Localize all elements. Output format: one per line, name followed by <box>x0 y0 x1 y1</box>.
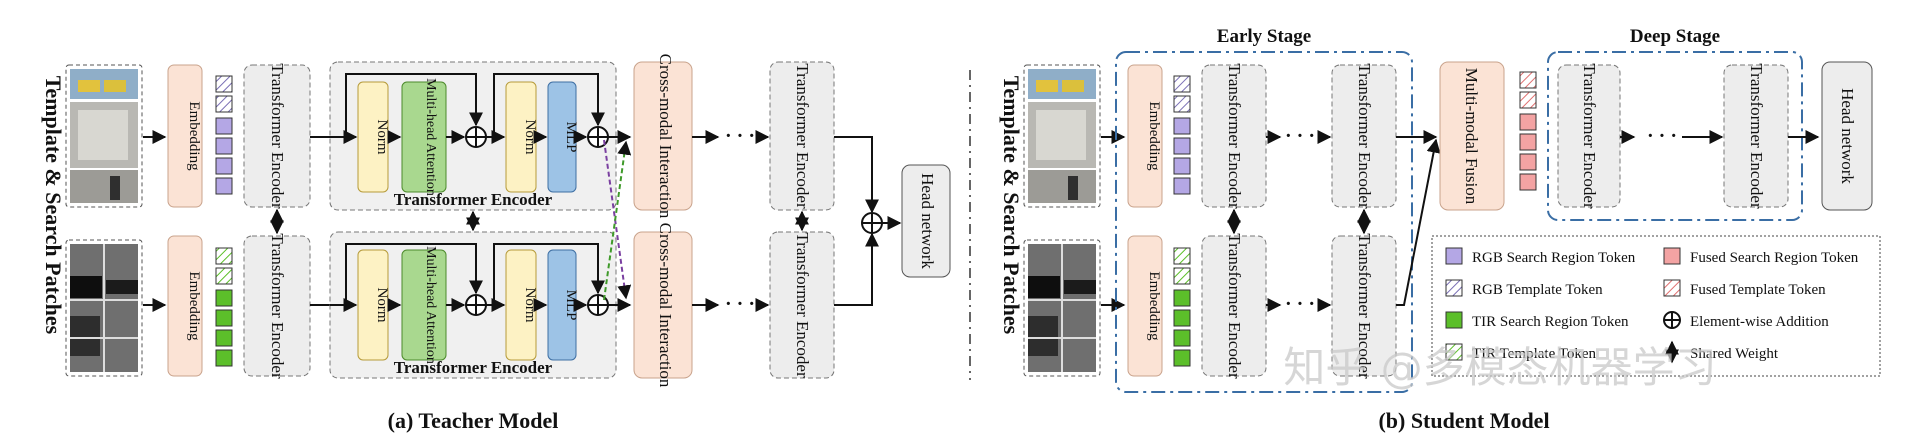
teacher-final-encoder-rgb: Transformer Encoder <box>769 61 835 211</box>
student-early-dots-top: · · · <box>1285 125 1315 147</box>
element-wise-addition-icon <box>861 212 883 234</box>
teacher-encoder-tir: Transformer Encoder <box>243 233 311 379</box>
cross-modal-interaction-rgb: Cross-modal Interaction <box>633 54 693 219</box>
watermark: 知乎 @多模态机器学习 <box>1283 343 1716 392</box>
teacher-tir-tokens <box>215 247 233 367</box>
teacher-encoder-rgb: Transformer Encoder <box>243 63 311 209</box>
svg-text:Embedding: Embedding <box>1146 271 1162 341</box>
legend-addition: Element-wise Addition <box>1690 314 1829 330</box>
svg-text:Cross-modal Interaction: Cross-modal Interaction <box>656 54 675 219</box>
svg-text:Norm: Norm <box>522 288 538 323</box>
svg-text:Embedding: Embedding <box>186 101 202 171</box>
legend-tir-template: TIR Template Token <box>1472 346 1596 362</box>
legend-tir-search: TIR Search Region Token <box>1472 314 1629 330</box>
student-encoder-rgb-1: Transformer Encoder <box>1201 63 1267 209</box>
svg-text:Embedding: Embedding <box>186 271 202 341</box>
svg-text:Early Stage: Early Stage <box>1217 26 1311 47</box>
cross-modal-links <box>603 130 632 312</box>
student-side-label: Template & Search Patches <box>999 76 1024 335</box>
student-deep-dots: · · · <box>1647 125 1677 147</box>
legend: RGB Search Region Token RGB Template Tok… <box>1431 235 1881 377</box>
student-encoder-tir-n: Transformer Encoder <box>1331 233 1397 379</box>
teacher-embedding-rgb: Embedding <box>167 64 203 208</box>
student-encoder-rgb-n: Transformer Encoder <box>1331 63 1397 209</box>
svg-text:Transformer Encoder: Transformer Encoder <box>268 63 287 209</box>
teacher-head-network: Head network <box>901 164 951 278</box>
svg-text:Transformer Encoder: Transformer Encoder <box>394 190 553 209</box>
fused-tokens <box>1519 71 1537 191</box>
student-encoder-tir-1: Transformer Encoder <box>1201 233 1267 379</box>
svg-text:Transformer Encoder: Transformer Encoder <box>1747 63 1766 209</box>
early-stage-box: Early Stage <box>1115 26 1413 393</box>
svg-text:Embedding: Embedding <box>1146 101 1162 171</box>
student-deep-encoder-1: Transformer Encoder <box>1557 63 1621 209</box>
svg-text:Norm: Norm <box>374 288 390 323</box>
svg-text:MLP: MLP <box>563 122 579 153</box>
svg-text:Transformer Encoder: Transformer Encoder <box>1225 63 1244 209</box>
svg-text:Transformer Encoder: Transformer Encoder <box>1355 233 1374 379</box>
teacher-caption: (a) Teacher Model <box>388 408 559 433</box>
svg-text:Norm: Norm <box>522 120 538 155</box>
legend-fused-search: Fused Search Region Token <box>1690 250 1859 266</box>
svg-text:Deep Stage: Deep Stage <box>1630 26 1720 47</box>
svg-text:Transformer Encoder: Transformer Encoder <box>793 232 812 378</box>
student-deep-encoder-n: Transformer Encoder <box>1723 63 1789 209</box>
teacher-encoder-detail-bottom: Norm Multi-head Attention Norm MLP Trans… <box>329 231 617 379</box>
student-tir-tokens <box>1173 247 1191 367</box>
student-embedding-rgb: Embedding <box>1127 64 1163 208</box>
teacher-tir-patches <box>65 239 143 377</box>
student-caption: (b) Student Model <box>1378 408 1549 433</box>
cross-modal-interaction-tir: Cross-modal Interaction <box>633 223 693 388</box>
svg-text:MLP: MLP <box>563 290 579 321</box>
svg-text:Transformer Encoder: Transformer Encoder <box>1225 233 1244 379</box>
svg-text:Norm: Norm <box>374 120 390 155</box>
svg-text:Transformer Encoder: Transformer Encoder <box>268 233 287 379</box>
student-rgb-tokens <box>1173 75 1191 195</box>
deep-stage-box: Deep Stage <box>1547 26 1803 221</box>
teacher-dots-top: · · · <box>725 125 755 147</box>
svg-text:Transformer Encoder: Transformer Encoder <box>793 63 812 209</box>
svg-text:Cross-modal Interaction: Cross-modal Interaction <box>656 223 675 388</box>
multi-modal-fusion: Multi-modal Fusion <box>1439 61 1505 211</box>
svg-text:Multi-head Attention: Multi-head Attention <box>423 246 438 364</box>
legend-fused-template: Fused Template Token <box>1690 282 1826 298</box>
svg-text:Transformer Encoder: Transformer Encoder <box>1580 63 1599 209</box>
svg-text:Transformer Encoder: Transformer Encoder <box>394 358 553 377</box>
teacher-side-label: Template & Search Patches <box>41 76 66 335</box>
svg-text:Head network: Head network <box>918 173 937 269</box>
student-tir-patches <box>1023 239 1101 377</box>
svg-text:Head network: Head network <box>1838 88 1857 184</box>
student-head-network: Head network <box>1821 61 1873 211</box>
svg-text:Multi-head Attention: Multi-head Attention <box>423 78 438 196</box>
student-early-dots-bottom: · · · <box>1285 293 1315 315</box>
svg-text:Transformer Encoder: Transformer Encoder <box>1355 63 1374 209</box>
teacher-rgb-tokens <box>215 75 233 195</box>
teacher-final-encoder-tir: Transformer Encoder <box>769 231 835 379</box>
student-rgb-patches <box>1023 64 1101 208</box>
legend-addition-icon <box>1663 311 1681 329</box>
legend-rgb-search: RGB Search Region Token <box>1472 250 1636 266</box>
svg-text:Multi-modal Fusion: Multi-modal Fusion <box>1462 68 1481 205</box>
teacher-rgb-patches <box>65 64 143 208</box>
teacher-embedding-tir: Embedding <box>167 235 203 377</box>
legend-rgb-template: RGB Template Token <box>1472 282 1603 298</box>
teacher-encoder-detail-top: Norm Multi-head Attention Norm MLP Trans… <box>329 61 617 211</box>
legend-shared: Shared Weight <box>1690 346 1779 362</box>
student-embedding-tir: Embedding <box>1127 235 1163 377</box>
teacher-dots-bottom: · · · <box>725 293 755 315</box>
